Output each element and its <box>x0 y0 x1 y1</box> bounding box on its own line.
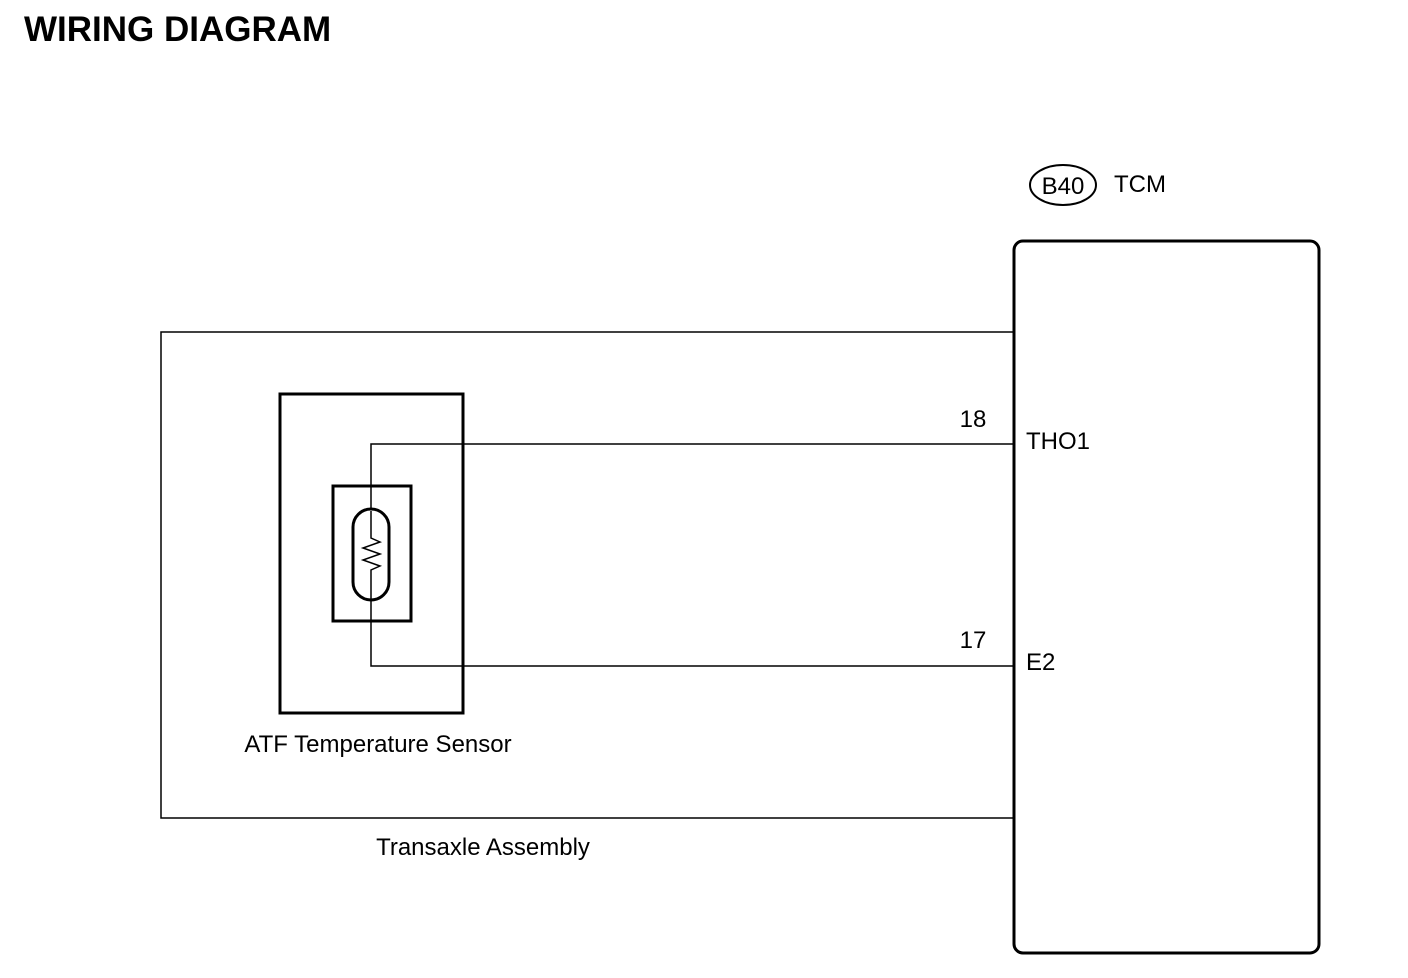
page-title: WIRING DIAGRAM <box>24 10 332 49</box>
transaxle-assembly-label: Transaxle Assembly <box>376 834 590 861</box>
transaxle-assembly-outline <box>160 331 1014 819</box>
atf-sensor-label: ATF Temperature Sensor <box>244 731 511 758</box>
thermistor-icon <box>360 511 383 599</box>
terminal-pin-number: 17 <box>960 627 987 654</box>
atf-sensor-outer-box <box>278 392 465 715</box>
terminal-pin-number: 18 <box>960 406 987 433</box>
atf-sensor-inner-box <box>331 484 413 623</box>
wire-tho1 <box>370 443 1014 511</box>
thermistor-capsule <box>351 507 391 602</box>
tcm-label: TCM <box>1114 171 1166 198</box>
terminal-name: THO1 <box>1026 428 1090 455</box>
wire-e2 <box>370 599 1014 667</box>
tcm-box <box>1012 239 1321 955</box>
connector-badge <box>1029 164 1097 206</box>
terminal-name: E2 <box>1026 649 1055 676</box>
connector-code: B40 <box>1042 173 1085 200</box>
